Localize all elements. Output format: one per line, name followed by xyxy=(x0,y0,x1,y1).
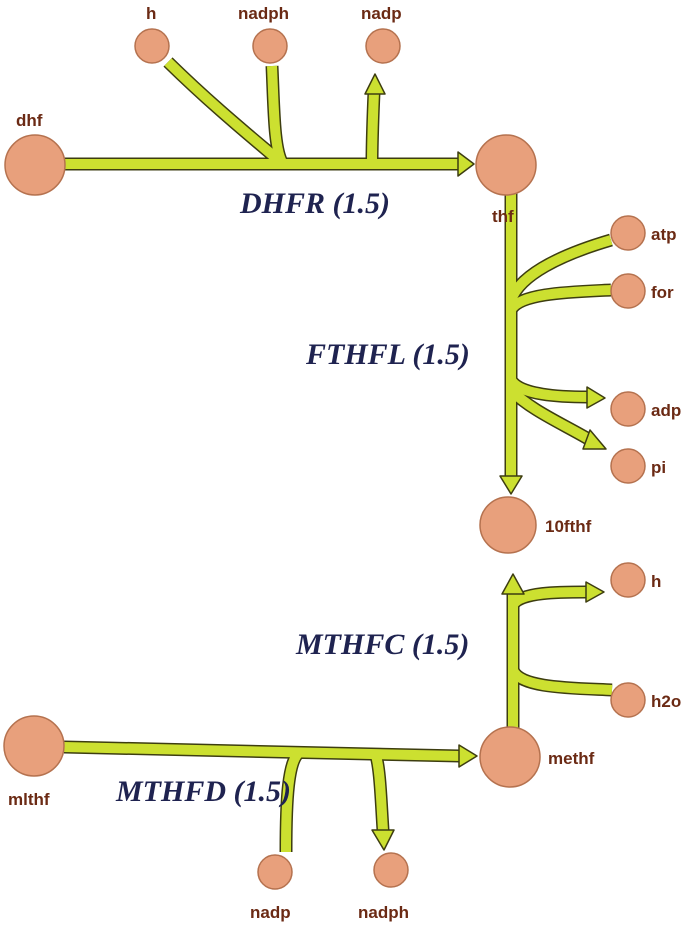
node-for[interactable] xyxy=(610,273,646,309)
dhfr-arrowhead-thf xyxy=(457,151,475,177)
reaction-label-dhfr: DHFR (1.5) xyxy=(239,187,390,220)
label-mlthf: mlthf xyxy=(8,790,50,809)
mthfc-arrowhead-h xyxy=(585,581,605,603)
node-nadp-bottom[interactable] xyxy=(257,854,293,890)
label-methf: methf xyxy=(548,749,595,768)
label-atp: atp xyxy=(651,225,677,244)
node-pi[interactable] xyxy=(610,448,646,484)
node-nadp-top[interactable] xyxy=(365,28,401,64)
fthfl-arrowhead-adp xyxy=(586,386,606,409)
node-mlthf[interactable] xyxy=(3,715,65,777)
node-h2o[interactable] xyxy=(610,682,646,718)
node-methf[interactable] xyxy=(479,726,541,788)
label-10fthf: 10fthf xyxy=(545,517,592,536)
node-adp[interactable] xyxy=(610,391,646,427)
reaction-dhfr xyxy=(64,57,475,177)
node-nadph-top[interactable] xyxy=(252,28,288,64)
fthfl-arrowhead-10fthf xyxy=(499,475,523,495)
reaction-mthfc xyxy=(501,573,613,728)
label-adp: adp xyxy=(651,401,681,420)
node-atp[interactable] xyxy=(610,215,646,251)
node-h-mid[interactable] xyxy=(610,562,646,598)
reaction-fthfl xyxy=(499,190,613,495)
label-h2o: h2o xyxy=(651,692,681,711)
label-h-mid: h xyxy=(651,572,661,591)
dhfr-arrowhead-nadp xyxy=(364,73,386,95)
label-nadph-top: nadph xyxy=(238,4,289,23)
mthfc-arrowhead-10fthf xyxy=(501,573,525,595)
node-h-top[interactable] xyxy=(134,28,170,64)
node-nadph-bottom[interactable] xyxy=(373,852,409,888)
reaction-label-mthfd: MTHFD (1.5) xyxy=(115,775,291,808)
mthfd-arrowhead-methf xyxy=(458,744,478,768)
reaction-label-fthfl: FTHFL (1.5) xyxy=(305,338,470,371)
reaction-label-mthfc: MTHFC (1.5) xyxy=(295,628,469,661)
mthfd-arrowhead-nadph xyxy=(371,829,395,851)
label-dhf: dhf xyxy=(16,111,43,130)
reaction-mthfd xyxy=(63,740,478,853)
label-nadp-bottom: nadp xyxy=(250,903,291,922)
fthfl-arrowhead-pi xyxy=(582,429,607,450)
label-for: for xyxy=(651,283,674,302)
label-nadph-bottom: nadph xyxy=(358,903,409,922)
node-dhf[interactable] xyxy=(4,134,66,196)
node-thf[interactable] xyxy=(475,134,537,196)
node-10fthf[interactable] xyxy=(479,496,537,554)
label-h-top: h xyxy=(146,4,156,23)
label-thf: thf xyxy=(492,207,514,226)
label-nadp-top: nadp xyxy=(361,4,402,23)
label-pi: pi xyxy=(651,458,666,477)
